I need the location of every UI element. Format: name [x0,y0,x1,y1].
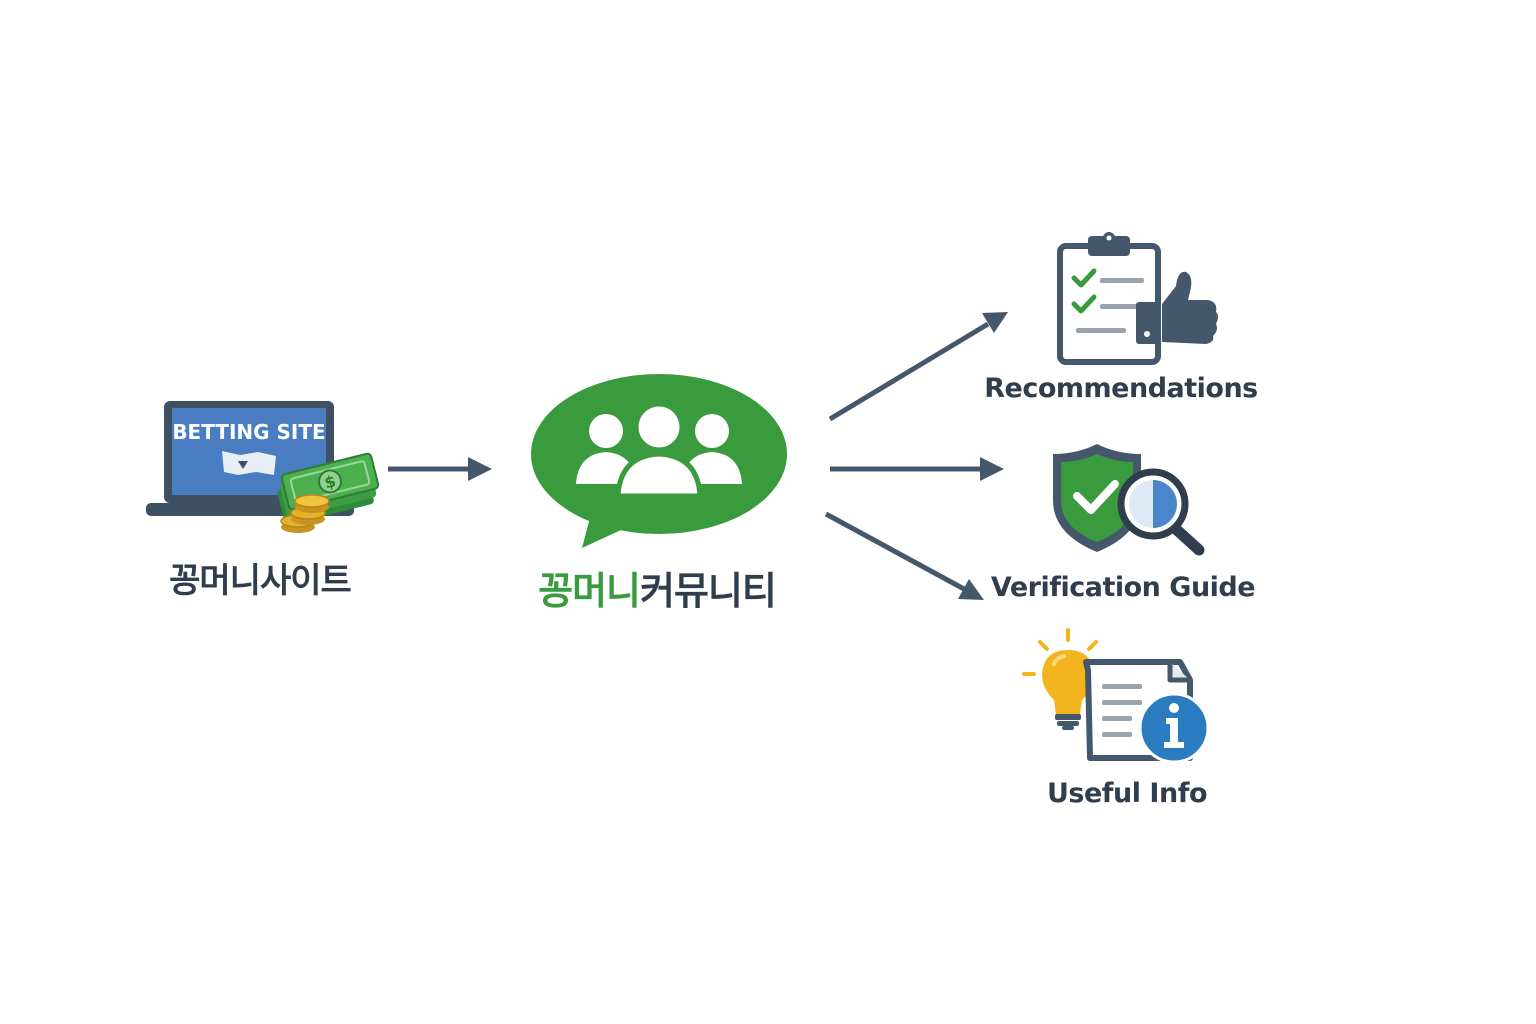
hub-label-green: 꽁머니 [538,569,641,613]
source-label: 꽁머니사이트 [169,561,352,601]
screen-text: BETTING SITE [172,420,325,444]
recommendations-node [1050,230,1225,370]
verification-guide-node [1045,440,1210,560]
hub-label-dark: 커뮤니티 [640,569,777,613]
lightbulb-info-document-icon [1022,628,1210,764]
arrow-source-to-hub [388,457,492,481]
output-label-verification: Verification Guide [990,572,1256,603]
output-label-useful-info: Useful Info [1047,778,1208,809]
community-chat-icon [531,374,787,548]
betting-site-node: BETTING SITE $ [140,395,380,535]
hub-label: 꽁머니커뮤니티 [538,560,777,615]
output-label-recommendations: Recommendations [984,373,1258,404]
clipboard-thumbs-up-icon [1057,232,1218,365]
arrow-hub-to-verification [830,457,1004,481]
arrow-hub-to-recommendations [828,312,1008,422]
laptop-money-icon: BETTING SITE $ [146,401,380,533]
arrow-hub-to-useful-info [824,511,984,600]
useful-info-node [1020,628,1215,768]
svg-text:$: $ [322,471,337,492]
community-hub-node [530,372,792,552]
shield-magnifier-icon [1053,444,1205,556]
